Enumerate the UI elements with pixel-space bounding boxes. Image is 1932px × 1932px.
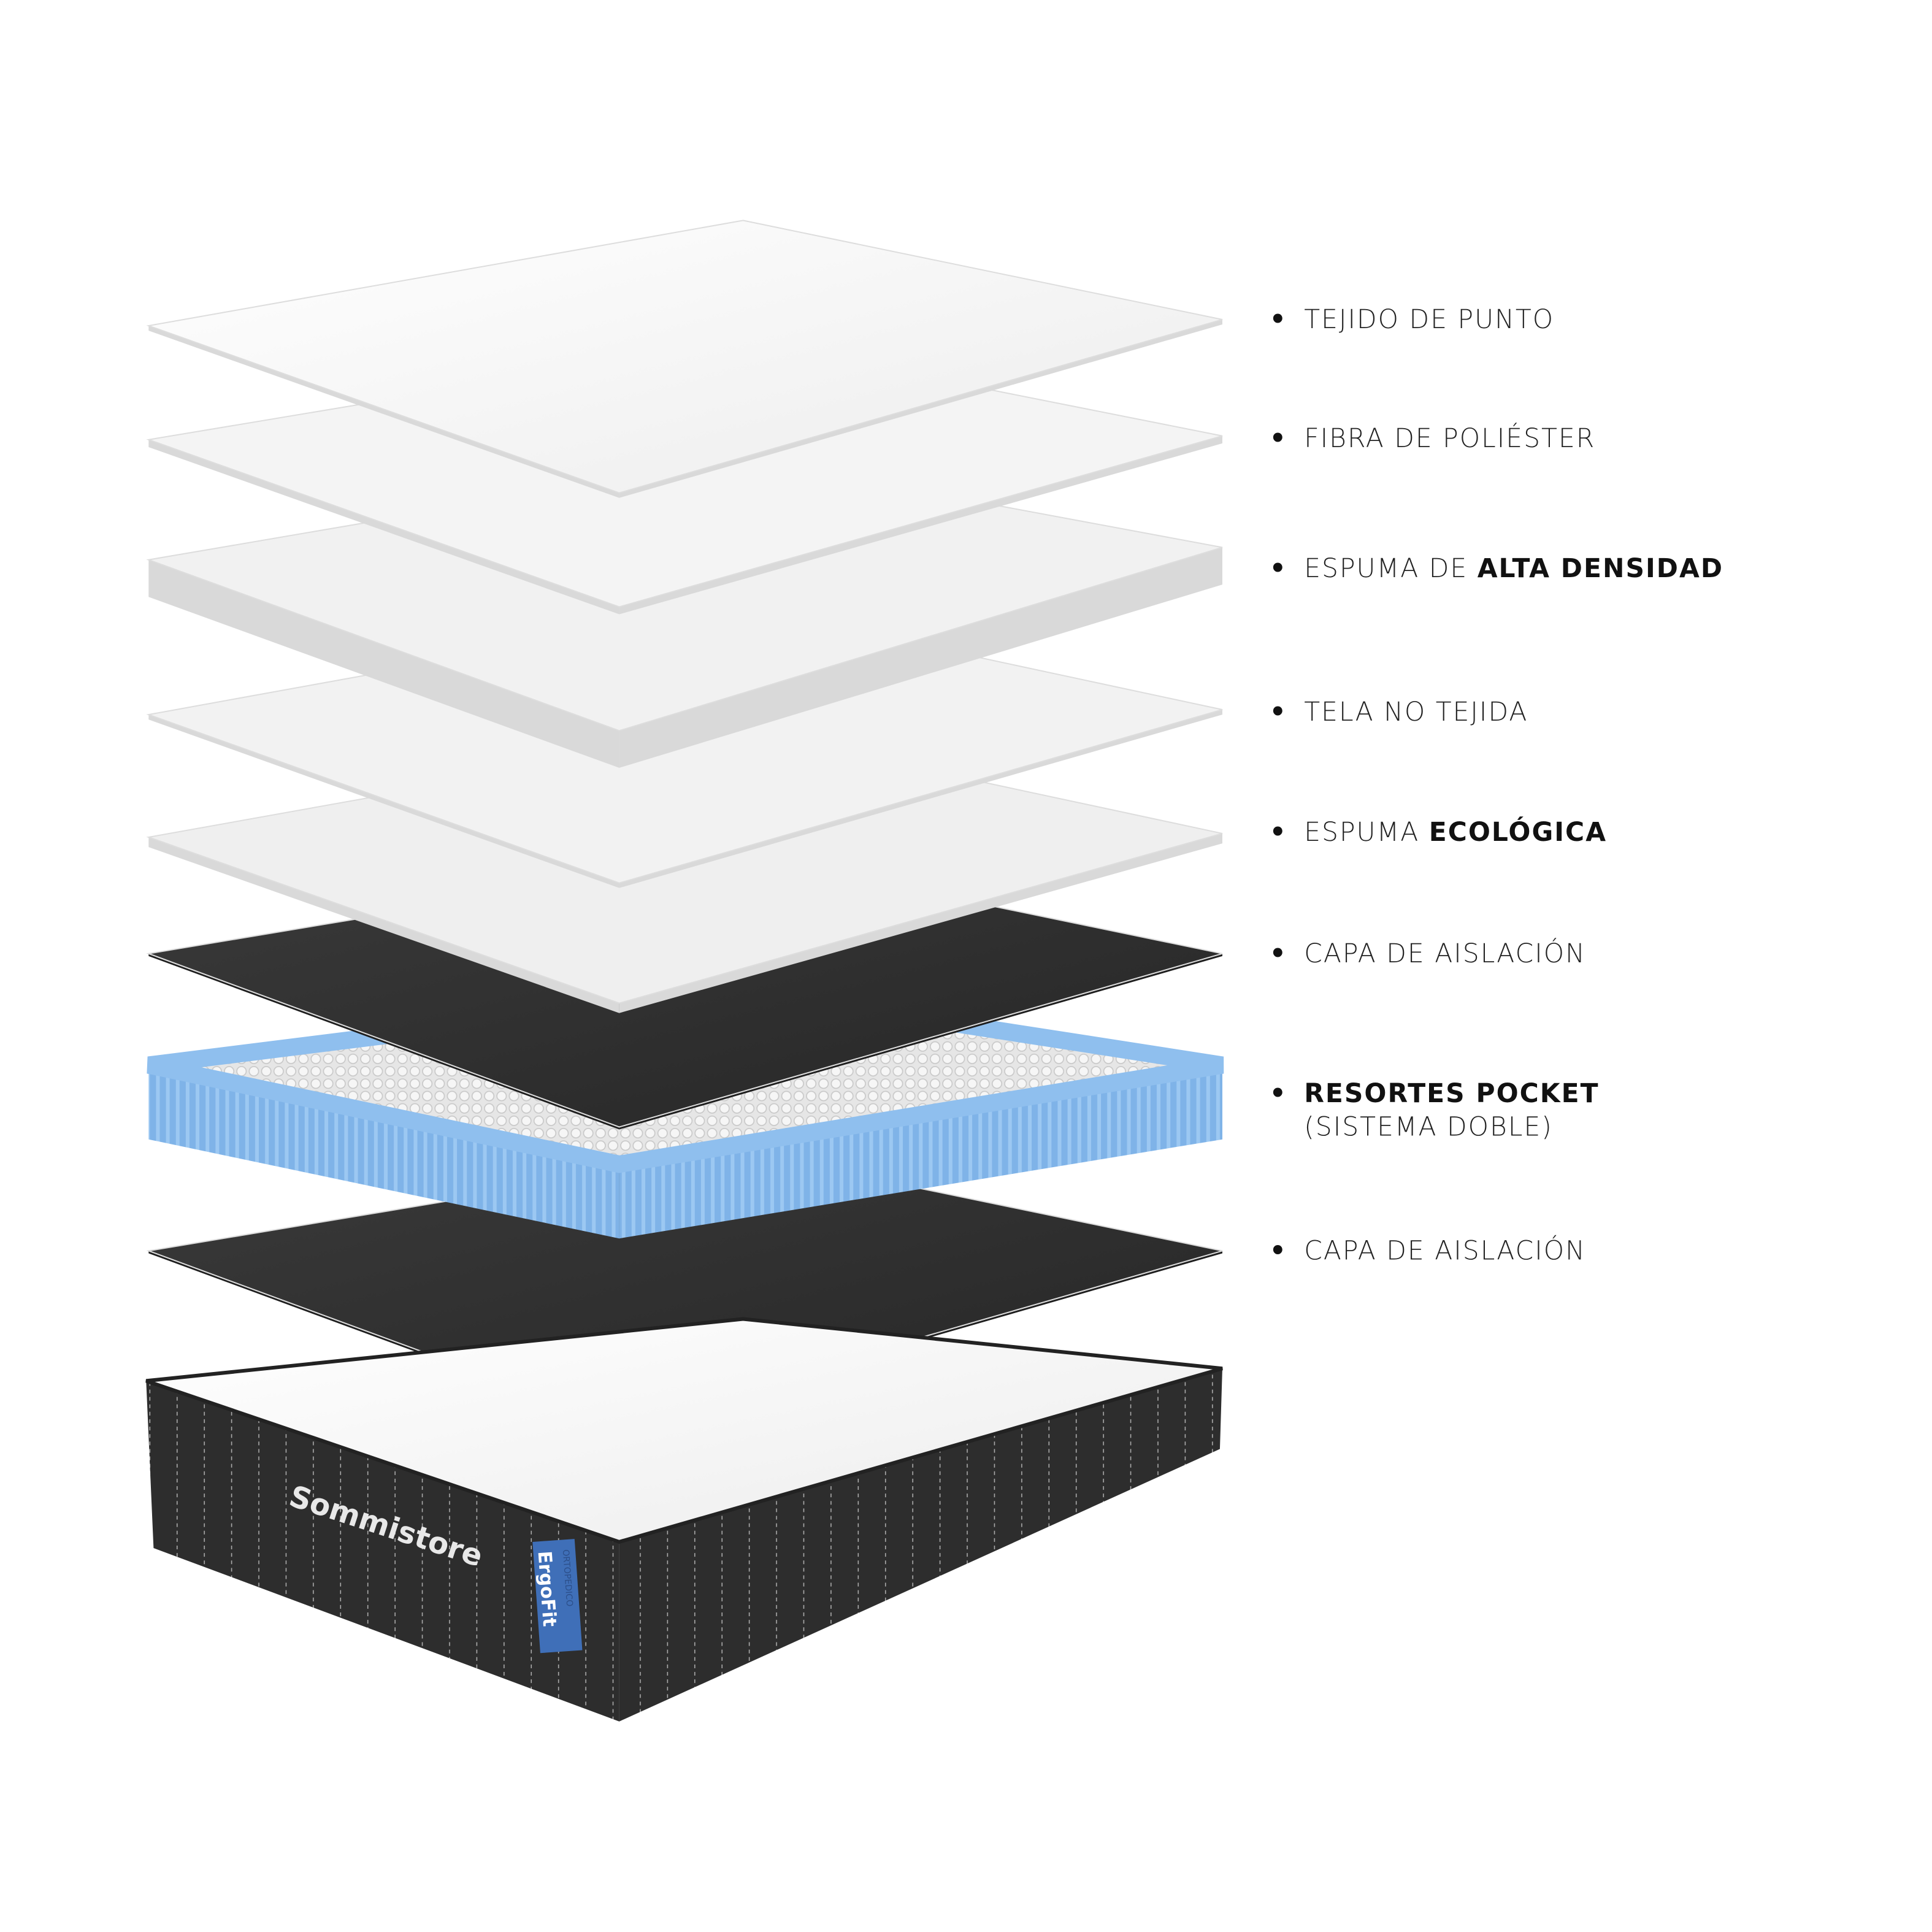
mattress-top — [145, 1317, 1223, 1544]
label-regular: TEJIDO DE PUNTO — [1304, 304, 1554, 334]
layer-front-edge — [148, 439, 619, 615]
layer-right-edge — [619, 833, 1222, 1013]
label-regular: ESPUMA — [1304, 817, 1428, 847]
bullet-icon: • — [1270, 697, 1287, 727]
layer-label-text: CAPA DE AISLACIÓN — [1304, 938, 1586, 968]
layer-right-edge — [619, 319, 1222, 498]
assembled-mattress: Sommistore ErgoFit ORTOPEDICO — [145, 1317, 1223, 1722]
knit-fabric-layer — [146, 220, 1223, 498]
label-bold: RESORTES POCKET — [1304, 1078, 1599, 1108]
layer-label-text: RESORTES POCKET — [1304, 1078, 1599, 1108]
layer-label: • ESPUMA ECOLÓGICA — [1270, 816, 1607, 847]
label-regular: CAPA DE AISLACIÓN — [1304, 938, 1586, 968]
layer-front-edge — [148, 837, 619, 1013]
bullet-icon: • — [1270, 1078, 1287, 1108]
layer-front-edge — [148, 715, 619, 888]
layer-label: • ESPUMA DE ALTA DENSIDAD — [1270, 553, 1723, 583]
layer-label: • FIBRA DE POLIÉSTER — [1270, 423, 1595, 453]
layer-label-text: ESPUMA ECOLÓGICA — [1304, 816, 1607, 847]
bullet-icon: • — [1270, 1236, 1287, 1266]
label-regular: FIBRA DE POLIÉSTER — [1304, 423, 1595, 453]
layer-label-text: FIBRA DE POLIÉSTER — [1304, 423, 1595, 453]
label-regular: ESPUMA DE — [1304, 553, 1477, 583]
mattress-side-front — [146, 1381, 619, 1722]
ergofit-label: ErgoFit ORTOPEDICO — [532, 1539, 583, 1654]
label-bold: ECOLÓGICA — [1429, 816, 1607, 847]
layer-label-text: CAPA DE AISLACIÓN — [1304, 1235, 1586, 1266]
label-regular: CAPA DE AISLACIÓN — [1304, 1235, 1586, 1266]
layer-label: • CAPA DE AISLACIÓN — [1270, 1235, 1586, 1266]
layers-group — [146, 220, 1224, 1427]
layer-right-edge — [619, 1065, 1222, 1239]
bullet-icon: • — [1270, 423, 1287, 453]
layer-label: • TEJIDO DE PUNTO — [1270, 304, 1554, 334]
label-title: ErgoFit — [533, 1551, 560, 1628]
layer-labels: • TEJIDO DE PUNTO • FIBRA DE POLIÉSTER • ESPU… — [1270, 304, 1723, 1266]
label-background — [532, 1539, 583, 1654]
layer-label: • CAPA DE AISLACIÓN — [1270, 938, 1586, 968]
label-bold: ALTA DENSIDAD — [1478, 553, 1723, 583]
bullet-icon: • — [1270, 938, 1287, 968]
layer-front-edge — [148, 326, 619, 498]
layer-label-text: TELA NO TEJIDA — [1304, 697, 1528, 727]
label-subtext: (SISTEMA DOBLE) — [1304, 1112, 1553, 1142]
layer-label: • TELA NO TEJIDA — [1270, 697, 1528, 727]
label-subtitle: ORTOPEDICO — [561, 1549, 574, 1607]
layer-right-edge — [619, 435, 1222, 615]
layer-front-edge — [148, 1065, 619, 1239]
layer-right-edge — [619, 710, 1222, 888]
layer-label-text: TEJIDO DE PUNTO — [1304, 304, 1554, 334]
layer-surface — [146, 220, 1223, 494]
layer-front-edge — [148, 559, 619, 768]
bullet-icon: • — [1270, 304, 1287, 334]
layer-right-edge — [619, 547, 1222, 768]
bullet-icon: • — [1270, 553, 1287, 583]
label-regular: TELA NO TEJIDA — [1304, 697, 1528, 727]
mattress-side-right — [619, 1368, 1222, 1722]
bullet-icon: • — [1270, 817, 1287, 847]
layer-label: • RESORTES POCKET (SISTEMA DOBLE) — [1270, 1078, 1599, 1142]
layer-label-text: ESPUMA DE ALTA DENSIDAD — [1304, 553, 1723, 583]
